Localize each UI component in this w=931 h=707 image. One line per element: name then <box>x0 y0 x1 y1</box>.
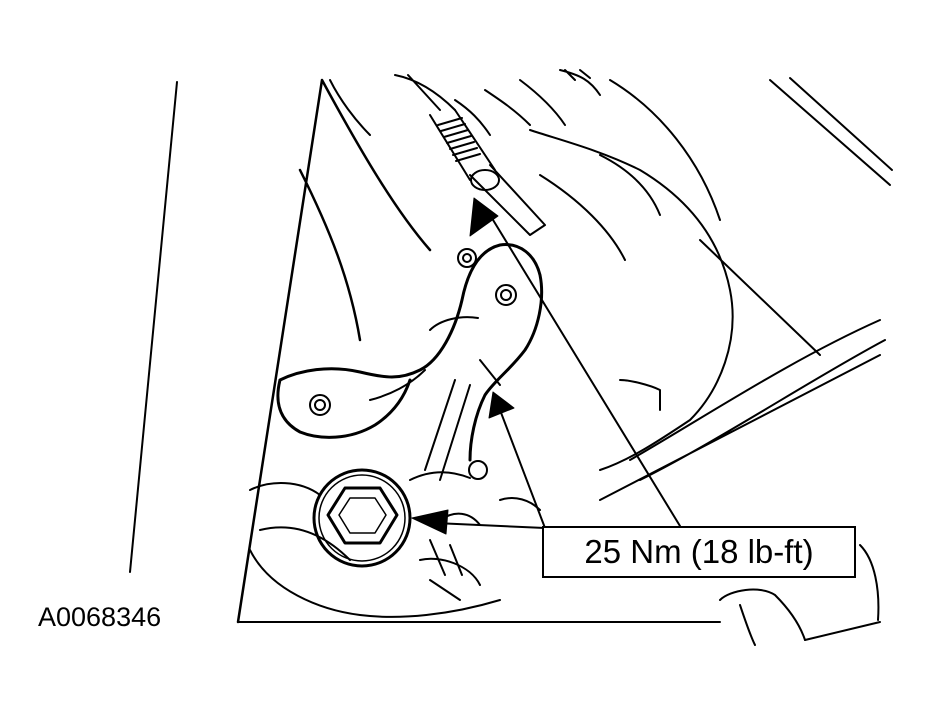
arrowheads <box>411 197 515 535</box>
lower-control-arm <box>599 319 886 501</box>
leader-lines <box>434 214 681 529</box>
strut-body <box>529 79 734 471</box>
bolt-holes <box>309 248 517 480</box>
ground-lines <box>237 621 881 641</box>
figure-id-label: A0068346 <box>38 602 162 632</box>
lower-right-bracket <box>719 544 880 646</box>
torque-callout: 25 Nm (18 lb-ft) <box>542 526 856 578</box>
right-upper-lines <box>699 77 893 356</box>
threaded-stud <box>429 109 546 236</box>
upper-structure <box>329 69 601 136</box>
torque-label: 25 Nm (18 lb-ft) <box>584 533 814 570</box>
body-panel-outline <box>236 78 432 624</box>
lower-linkage <box>409 471 541 576</box>
bracket-inner-edge <box>369 316 501 481</box>
hex-bolt <box>312 468 412 568</box>
frame-edge-line <box>129 81 178 573</box>
link-bracket-plate <box>276 243 544 462</box>
lower-mount-assembly <box>249 482 501 618</box>
